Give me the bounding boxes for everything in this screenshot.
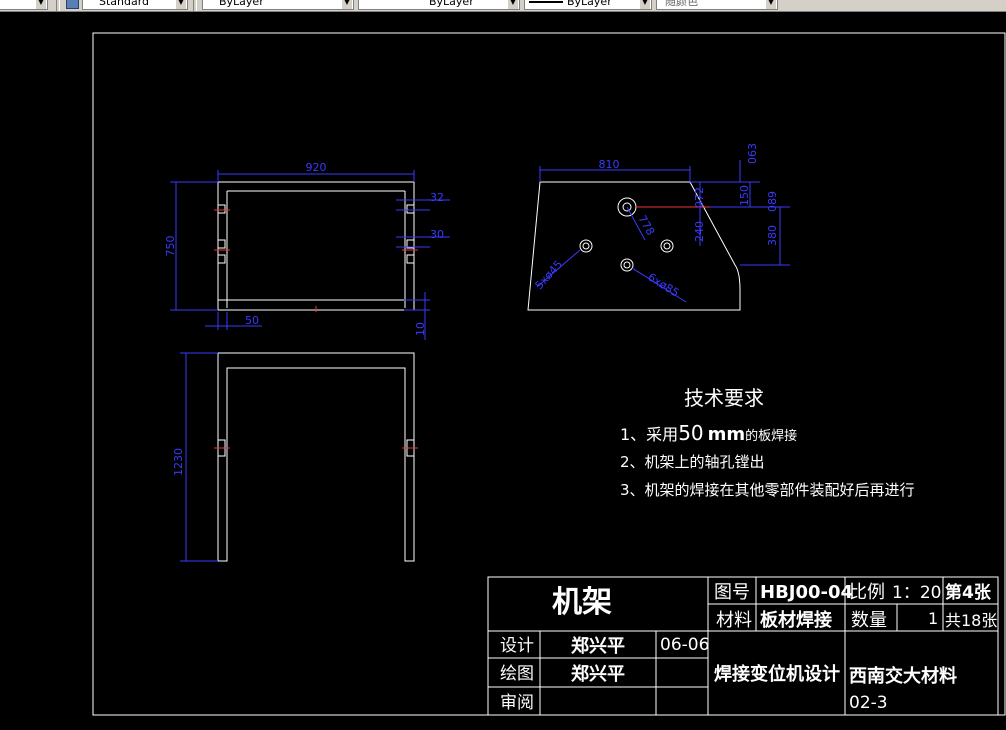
dim-angle-778: 778 (635, 213, 657, 238)
frame-outline (217, 181, 415, 311)
drawer-name: 郑兴平 (571, 663, 625, 685)
text-style-value: Standard (99, 0, 150, 8)
hole-bottom-outer (620, 258, 634, 272)
hole-left-outer (579, 239, 593, 253)
hole-right-inner (663, 242, 671, 250)
note-line-2: 2、机架上的轴孔镗出 (620, 453, 765, 471)
class-name: 02-3 (849, 693, 888, 713)
qty-value: 1 (928, 609, 938, 628)
dim-right-063: 063 (746, 143, 759, 164)
right-notches (406, 204, 414, 264)
front-center-marks (214, 209, 418, 312)
total-sheets: 共18张 (945, 611, 997, 630)
dim-right-089: 089 (766, 191, 779, 212)
text-style-icon[interactable] (66, 0, 79, 9)
dim-tab-32: 32 (430, 191, 444, 204)
note-1-suffix: 的板焊接 (745, 428, 797, 444)
front-view (217, 181, 415, 311)
prev-combo[interactable]: ▼ (0, 0, 48, 10)
drawing-no: HBJ00-04 (760, 582, 853, 603)
chevron-down-icon[interactable]: ▼ (640, 0, 650, 9)
layer-value: ByLayer (219, 0, 264, 8)
side-dimensions (180, 352, 218, 562)
sheet-no: 第4张 (945, 582, 992, 603)
color-value: 随颜色 (665, 0, 698, 8)
school-name: 西南交大材料 (849, 665, 957, 687)
toolbar-separator (56, 0, 60, 11)
scale-label: 比例 (849, 582, 885, 603)
hole-top-inner (622, 202, 632, 212)
chevron-down-icon[interactable]: ▼ (176, 0, 186, 9)
plate-dimensions (536, 160, 790, 303)
material-label: 材料 (716, 610, 752, 631)
scale-value: 1：20 (892, 583, 941, 603)
lineweight-value: ByLayer (567, 0, 612, 8)
text-style-combo[interactable]: Standard ▼ (82, 0, 188, 10)
project-name: 焊接变位机设计 (714, 663, 840, 685)
side-frame-outline (217, 352, 415, 562)
review-label: 审阅 (500, 693, 534, 713)
drawn-label: 绘图 (500, 664, 534, 684)
layer-combo[interactable]: ByLayer ▼ (202, 0, 354, 10)
hole-right-outer (660, 239, 674, 253)
side-view (217, 352, 415, 562)
linetype-combo[interactable]: ByLayer ▼ (358, 0, 520, 10)
part-name: 机架 (552, 585, 612, 620)
note-1-mm: mm (708, 424, 746, 445)
front-dimensions (170, 170, 450, 340)
hole-bottom-inner (623, 261, 631, 269)
lineweight-combo[interactable]: ByLayer ▼ (524, 0, 652, 10)
notes-title: 技术要求 (684, 386, 764, 410)
dim-right-240: 240 (693, 221, 706, 242)
design-date: 06-06 (660, 635, 709, 655)
note-line-3: 3、机架的焊接在其他零部件装配好后再进行 (620, 481, 915, 499)
title-block-border (487, 576, 999, 716)
drawing-no-label: 图号 (714, 582, 750, 603)
hole-left-inner (582, 242, 590, 250)
designer-name: 郑兴平 (571, 635, 625, 657)
dim-holes-right: 6xø85 (645, 271, 681, 300)
dim-side-height: 1230 (172, 448, 185, 476)
linetype-value: ByLayer (429, 0, 474, 8)
title-block (487, 576, 999, 716)
properties-toolbar: ▼ Standard ▼ ByLayer ▼ ByLayer ▼ ByLayer ▼ 随… (0, 0, 1006, 12)
lineweight-sample (529, 1, 563, 3)
dim-holes-left: 5xø45 (533, 258, 566, 292)
note-1-prefix: 1、采用 (620, 425, 678, 444)
dim-bottom-50: 50 (245, 314, 259, 327)
chevron-down-icon[interactable]: ▼ (342, 0, 352, 9)
dim-right-380: 380 (766, 225, 779, 246)
side-notches (218, 439, 414, 457)
dim-right-072: 072 (693, 187, 706, 208)
dim-front-height: 750 (164, 236, 177, 257)
dim-front-width: 920 (306, 161, 327, 174)
plate-outline (527, 181, 741, 311)
plate-view (527, 181, 741, 311)
dim-bottom-10: 10 (414, 322, 427, 336)
chevron-down-icon[interactable]: ▼ (508, 0, 518, 9)
color-combo[interactable]: 随颜色 ▼ (656, 0, 778, 10)
chevron-down-icon[interactable]: ▼ (36, 0, 46, 9)
dim-right-150: 150 (738, 185, 751, 206)
chevron-down-icon[interactable]: ▼ (766, 0, 776, 9)
design-label: 设计 (500, 636, 534, 656)
dim-tab-30: 30 (430, 228, 444, 241)
note-1-num: 50 (678, 421, 703, 445)
left-notches (218, 204, 226, 264)
qty-label: 数量 (851, 610, 887, 631)
dim-plate-width: 810 (599, 158, 620, 171)
toolbar-separator (193, 0, 197, 11)
material-value: 板材焊接 (760, 609, 832, 631)
